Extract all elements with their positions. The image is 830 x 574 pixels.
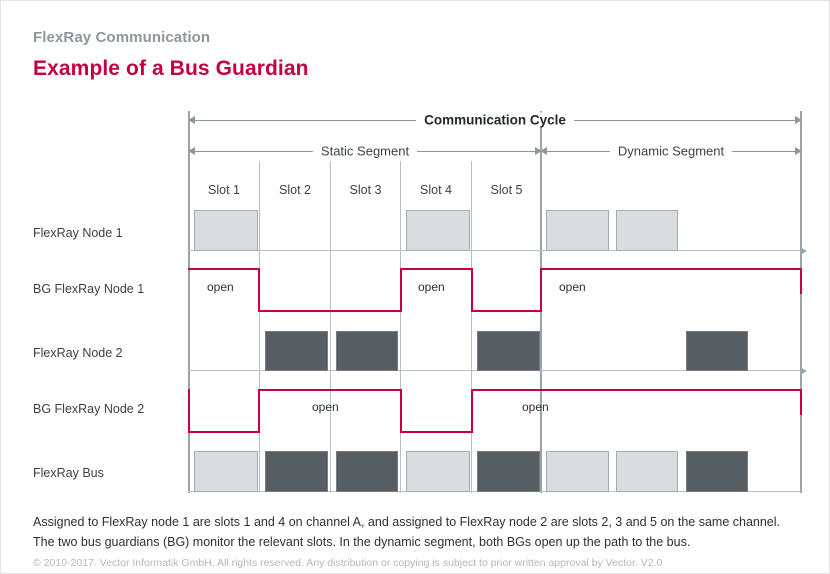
frame-block xyxy=(406,451,470,492)
slot-header-1: Slot 1 xyxy=(208,183,240,197)
row-label-flexray-bus: FlexRay Bus xyxy=(33,466,104,480)
arrow-left-icon xyxy=(540,147,547,155)
bg1-low-slot5 xyxy=(471,310,542,312)
frame-block xyxy=(265,451,328,492)
communication-cycle-dimension: Communication Cycle xyxy=(188,112,802,128)
arrow-right-icon xyxy=(795,116,802,124)
open-label: open xyxy=(418,280,445,294)
gridline-start xyxy=(188,111,190,493)
arrow-right-icon xyxy=(535,147,542,155)
gridline-slot-2 xyxy=(259,161,260,493)
arrow-left-icon xyxy=(188,116,195,124)
frame-block xyxy=(546,210,609,251)
gridline-slot-4 xyxy=(400,161,401,493)
frame-block xyxy=(686,451,748,492)
bg2-low-slot4 xyxy=(400,431,473,433)
bg2-edge-rise-1 xyxy=(258,389,260,433)
open-label: open xyxy=(559,280,586,294)
bg2-high-slot5-dyn xyxy=(471,389,802,391)
frame-block xyxy=(686,331,748,371)
arrow-left-icon xyxy=(188,147,195,155)
frame-block xyxy=(477,451,540,492)
arrow-right-icon xyxy=(795,147,802,155)
baseline-arrow-icon xyxy=(800,247,807,255)
frame-block xyxy=(194,210,258,251)
static-segment-dimension: Static Segment xyxy=(188,143,542,159)
bg2-edge-fall-1 xyxy=(400,389,402,433)
frame-block xyxy=(616,210,678,251)
row-label-bg-flexray-node-2: BG FlexRay Node 2 xyxy=(33,402,145,416)
communication-cycle-label: Communication Cycle xyxy=(416,112,574,128)
bg1-low-slot2-3 xyxy=(258,310,402,312)
open-label: open xyxy=(522,400,549,414)
slot-header-4: Slot 4 xyxy=(420,183,452,197)
bg2-edge-end xyxy=(800,389,802,415)
bg1-edge-rise-1 xyxy=(400,268,402,312)
slot-header-2: Slot 2 xyxy=(279,183,311,197)
copyright-text: © 2010-2017. Vector Informatik GmbH. All… xyxy=(33,557,663,569)
static-segment-label: Static Segment xyxy=(312,143,418,159)
frame-block xyxy=(616,451,678,492)
baseline-node-1 xyxy=(188,250,801,251)
row-label-flexray-node-2: FlexRay Node 2 xyxy=(33,346,123,360)
slot-header-3: Slot 3 xyxy=(349,183,382,197)
open-label: open xyxy=(312,400,339,414)
frame-block xyxy=(194,451,258,492)
bg1-edge-end xyxy=(800,268,802,294)
bg2-edge-start xyxy=(188,389,190,433)
slot-header-5: Slot 5 xyxy=(490,183,523,197)
gridline-slot-3 xyxy=(330,161,331,493)
bg1-edge-fall-2 xyxy=(471,268,473,312)
row-label-flexray-node-1: FlexRay Node 1 xyxy=(33,226,123,240)
dynamic-segment-label: Dynamic Segment xyxy=(609,143,733,159)
frame-block xyxy=(477,331,540,371)
frame-block xyxy=(546,451,609,492)
bg1-high-slot1 xyxy=(188,268,260,270)
bg2-low-slot1 xyxy=(188,431,260,433)
frame-block xyxy=(336,331,398,371)
page-title: Example of a Bus Guardian xyxy=(33,57,309,80)
open-label: open xyxy=(207,280,234,294)
gridline-cycle-end xyxy=(800,111,802,493)
gridline-slot-5 xyxy=(471,161,472,493)
dynamic-segment-dimension: Dynamic Segment xyxy=(540,143,802,159)
frame-block xyxy=(336,451,398,492)
eyebrow-text: FlexRay Communication xyxy=(33,29,211,46)
description-line-1: Assigned to FlexRay node 1 are slots 1 a… xyxy=(33,515,781,529)
bg2-high-slot2-3 xyxy=(258,389,402,391)
bg2-edge-rise-2 xyxy=(471,389,473,433)
bg1-high-dynamic xyxy=(540,268,802,270)
bg1-edge-rise-2 xyxy=(540,268,542,312)
description-text: Assigned to FlexRay node 1 are slots 1 a… xyxy=(33,512,813,552)
frame-block xyxy=(265,331,328,371)
row-label-bg-flexray-node-1: BG FlexRay Node 1 xyxy=(33,282,145,296)
description-line-2: The two bus guardians (BG) monitor the r… xyxy=(33,535,691,549)
baseline-arrow-icon xyxy=(800,367,807,375)
frame-block xyxy=(406,210,470,251)
bg1-edge-fall-1 xyxy=(258,268,260,312)
bg1-high-slot4 xyxy=(400,268,473,270)
